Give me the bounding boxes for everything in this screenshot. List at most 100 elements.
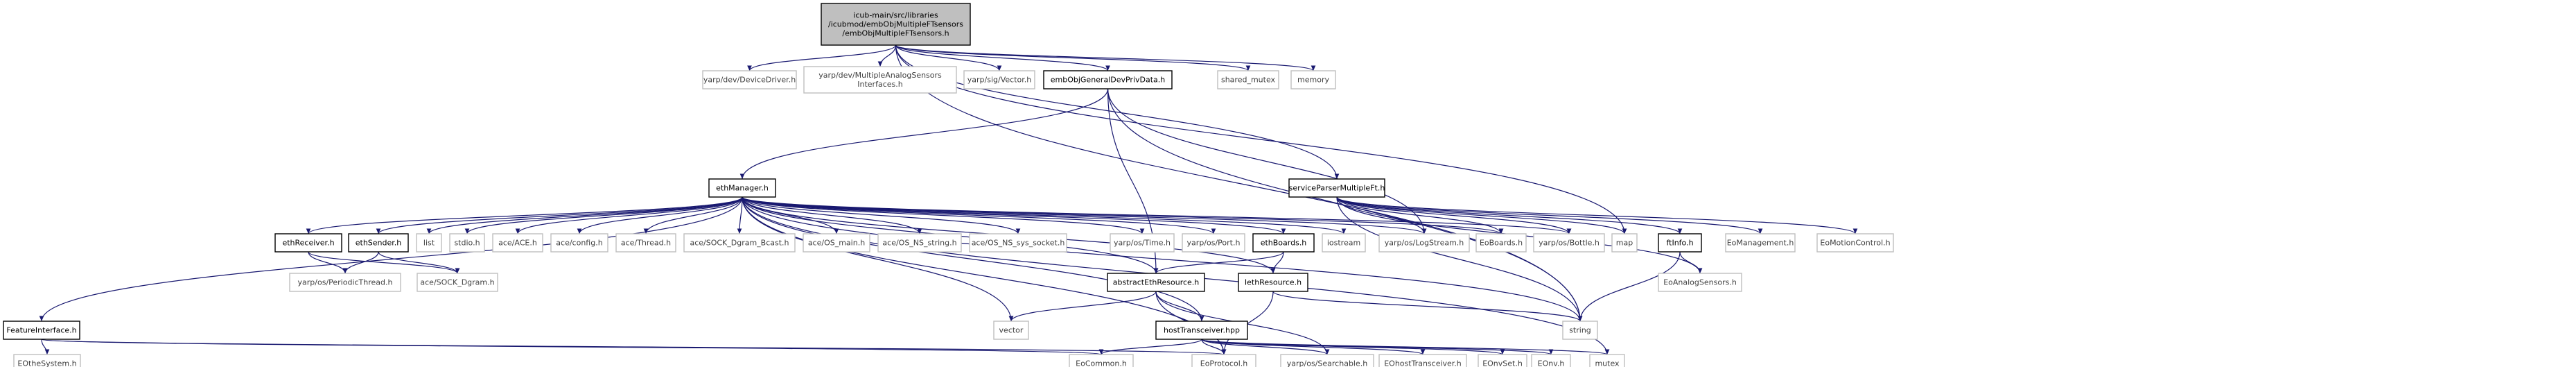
node-label: /icubmod/embObjMultipleFTsensors: [828, 20, 963, 29]
node-sharedmutex: shared_mutex: [1217, 70, 1279, 89]
node-memory: memory: [1290, 70, 1336, 89]
edge-root-to-devicedriver: [747, 44, 897, 71]
node-label: EoBoards.h: [1480, 239, 1523, 248]
node-eothesystem: EOtheSystem.h: [13, 354, 81, 367]
node-label: ace/ACE.h: [498, 239, 537, 248]
edge-serviceparser-to-eoboards: [1336, 196, 1504, 234]
edge-ethmanager-to-ethsender: [376, 196, 743, 234]
node-label: stdio.h: [454, 239, 480, 248]
edge-serviceparser-to-logstream: [1336, 196, 1427, 234]
edge-ftinfo-to-eoanalog: [1679, 251, 1703, 274]
node-label: ace/OS_NS_string.h: [882, 239, 956, 248]
node-label: ace/Thread.h: [621, 239, 671, 248]
node-box: [877, 233, 962, 253]
edge-ethmanager-to-yarpport: [742, 196, 1216, 234]
node-label: ace/SOCK_Dgram_Bcast.h: [690, 239, 789, 248]
node-box: [1191, 354, 1256, 367]
node-box: [1155, 321, 1248, 340]
node-ethmanager[interactable]: ethManager.h: [708, 178, 776, 198]
node-label: ethManager.h: [716, 184, 769, 193]
node-box: [969, 233, 1067, 253]
edge-ethmanager-to-acethread: [643, 196, 743, 234]
edge-ethmanager-to-aceossocket: [742, 196, 1021, 234]
node-iostream: iostream: [1322, 233, 1366, 253]
edge-serviceparser-to-string: [1336, 196, 1583, 322]
node-box: [993, 321, 1029, 340]
node-serviceparser[interactable]: serviceParserMultipleFt.h: [1288, 178, 1385, 198]
node-label: EOnvSet.h: [1482, 359, 1523, 367]
node-box: [1562, 321, 1598, 340]
node-hosttransceiver[interactable]: hostTransceiver.hpp: [1155, 321, 1248, 340]
edge-hosttransceiver-to-searchable: [1201, 339, 1330, 355]
edge-ethmanager-to-feature: [39, 196, 743, 322]
edge-serviceparser-to-bottle: [1336, 196, 1572, 234]
nodes-layer: icub-main/src/libraries/icubmod/embObjMu…: [3, 3, 1894, 367]
node-aceosmain: ace/OS_main.h: [803, 233, 870, 253]
edge-serviceparser-to-eomanagement: [1336, 196, 1763, 234]
edge-root-to-memory: [895, 44, 1316, 71]
node-abstract[interactable]: abstractEthResource.h: [1107, 273, 1205, 292]
node-box: [1378, 354, 1467, 367]
node-label: EoMotionControl.h: [1820, 239, 1890, 248]
edge-hosttransceiver-to-eonvset: [1201, 339, 1505, 355]
node-label: list: [423, 239, 435, 248]
node-label: yarp/os/Bottle.h: [1539, 239, 1600, 248]
node-feature[interactable]: FeatureInterface.h: [3, 321, 80, 340]
node-label: ace/OS_NS_sys_socket.h: [972, 239, 1065, 248]
edge-ethmanager-to-list: [426, 196, 743, 234]
edge-ethmanager-to-string: [742, 196, 1583, 322]
node-label: mutex: [1595, 359, 1620, 367]
node-label: iostream: [1327, 239, 1360, 248]
node-box: [1217, 70, 1279, 89]
node-box: [708, 178, 776, 198]
node-ethreceiver[interactable]: ethReceiver.h: [274, 233, 342, 253]
edge-ethmanager-to-hosttransceiver: [742, 196, 1204, 322]
node-eoanalog: EoAnalogSensors.h: [1658, 273, 1742, 292]
node-root: icub-main/src/libraries/icubmod/embObjMu…: [821, 3, 971, 46]
node-box: [449, 233, 485, 253]
node-label: yarp/dev/DeviceDriver.h: [703, 76, 796, 85]
node-box: [1238, 273, 1308, 292]
edge-iethresource-to-string: [1272, 291, 1583, 322]
node-eomotion: EoMotionControl.h: [1816, 233, 1894, 253]
node-label: shared_mutex: [1221, 76, 1276, 85]
node-mutex: mutex: [1589, 354, 1625, 367]
node-iethresource[interactable]: IethResource.h: [1238, 273, 1308, 292]
node-label: Interfaces.h: [857, 80, 902, 89]
node-box: [13, 354, 81, 367]
node-ethsender[interactable]: ethSender.h: [348, 233, 409, 253]
node-sockdgram: ace/SOCK_Dgram.h: [417, 273, 498, 292]
node-label: yarp/os/LogStream.h: [1385, 239, 1464, 248]
node-label: serviceParserMultipleFt.h: [1289, 184, 1385, 193]
node-label: EOtheSystem.h: [17, 359, 76, 367]
edge-ethmanager-to-vector: [742, 196, 1014, 322]
edge-ethmanager-to-bottle: [742, 196, 1572, 234]
node-label: memory: [1297, 76, 1329, 85]
node-embobjgeneral[interactable]: embObjGeneralDevPrivData.h: [1043, 70, 1173, 89]
node-aceconfig: ace/config.h: [550, 233, 608, 253]
node-box: [1378, 233, 1470, 253]
node-label: EoProtocol.h: [1200, 359, 1248, 367]
node-box: [683, 233, 796, 253]
node-box: [550, 233, 608, 253]
edge-ethsender-to-periodic: [342, 251, 379, 274]
node-label: yarp/os/Time.h: [1114, 239, 1171, 248]
node-yarpport: yarp/os/Port.h: [1182, 233, 1245, 253]
node-eonv: EOnv.h: [1531, 354, 1571, 367]
node-acebcast: ace/SOCK_Dgram_Bcast.h: [683, 233, 796, 253]
node-string: string: [1562, 321, 1598, 340]
edge-feature-to-eoprotocol: [41, 339, 1226, 355]
edge-serviceparser-to-ftinfo: [1336, 196, 1683, 234]
edge-ethreceiver-to-sockdgram: [308, 251, 460, 274]
node-label: EoAnalogSensors.h: [1663, 278, 1737, 287]
node-bottle: yarp/os/Bottle.h: [1533, 233, 1605, 253]
node-box: [1043, 70, 1173, 89]
node-label: EOhostTransceiver.h: [1384, 359, 1462, 367]
node-multianalog: yarp/dev/MultipleAnalogSensorsInterfaces…: [803, 66, 957, 94]
node-yarpvector: yarp/sig/Vector.h: [963, 70, 1035, 89]
node-ftinfo[interactable]: ftInfo.h: [1658, 233, 1702, 253]
edge-ethmanager-to-iostream: [742, 196, 1347, 234]
node-ethboards[interactable]: ethBoards.h: [1252, 233, 1315, 253]
node-label: yarp/os/Port.h: [1187, 239, 1241, 248]
node-label: /embObjMultipleFTsensors.h: [842, 29, 949, 38]
